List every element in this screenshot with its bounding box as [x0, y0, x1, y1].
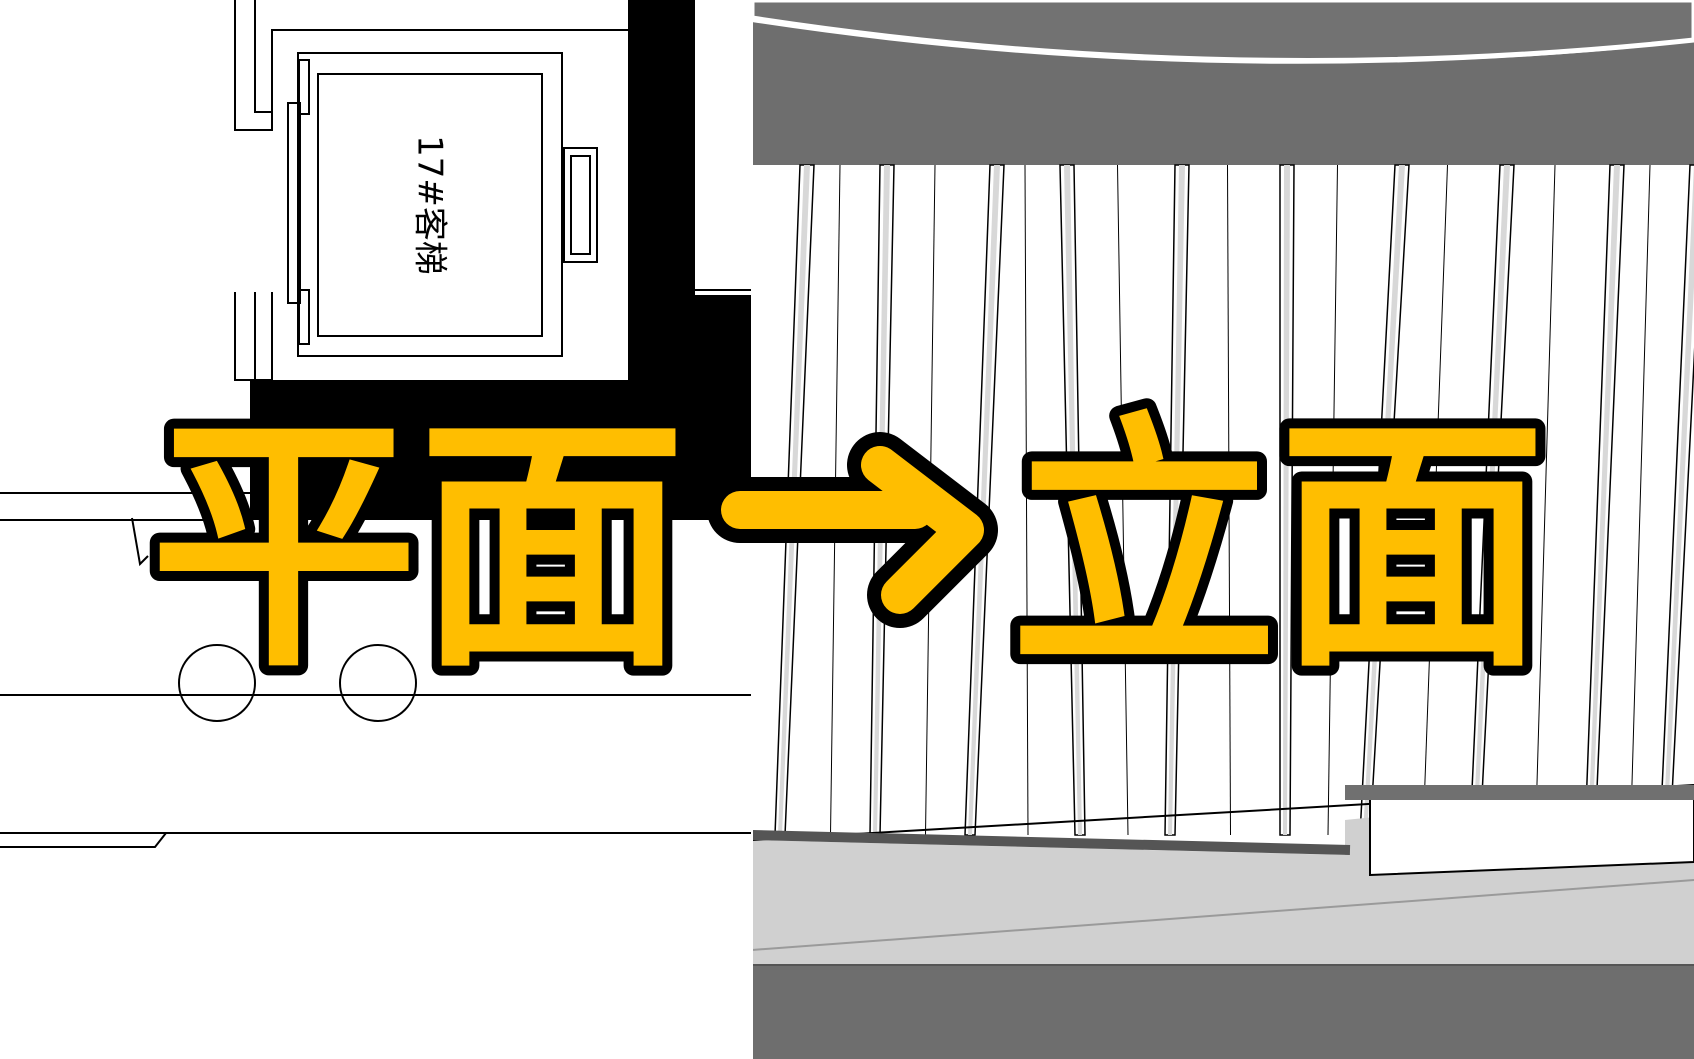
shaft-wall	[250, 0, 752, 520]
floor-plan-panel: 17#客梯	[0, 0, 752, 1059]
elevation-fin-shade	[1588, 165, 1620, 835]
elevation-mullion	[1117, 164, 1129, 836]
title-overlay: 平面 立面	[140, 382, 1556, 714]
elevation-fin-shade	[1283, 165, 1290, 835]
floor-band	[752, 965, 1694, 1059]
right-arrow-icon	[707, 432, 998, 628]
elevation-mullion	[1327, 164, 1338, 836]
corridor-lines	[0, 492, 752, 848]
elevation-fin-shade	[968, 165, 1000, 835]
title-left-word: 平面	[150, 392, 686, 704]
elevation-fin-shade	[1168, 165, 1185, 835]
elevation-mullion	[1422, 164, 1448, 836]
elevator-car	[287, 52, 598, 357]
elevation-fin-shade	[1663, 165, 1694, 835]
fixture-circle	[339, 644, 417, 722]
elevation-mullion	[1630, 164, 1651, 836]
elevation-mullion	[1227, 164, 1231, 836]
fixture-circle	[178, 644, 256, 722]
elevation-fin-shade	[1473, 165, 1510, 835]
elevation-fin-shade	[1064, 165, 1082, 835]
plan-detail-lines	[695, 289, 752, 326]
elevation-fin-shade	[1363, 165, 1405, 835]
shaft-walls-thin	[234, 0, 628, 381]
elevation-mullion	[1535, 164, 1556, 836]
elevator-label: 17#客梯	[410, 135, 450, 275]
elevation-mullion	[1024, 164, 1029, 836]
title-right-word: 立面	[1010, 392, 1546, 704]
